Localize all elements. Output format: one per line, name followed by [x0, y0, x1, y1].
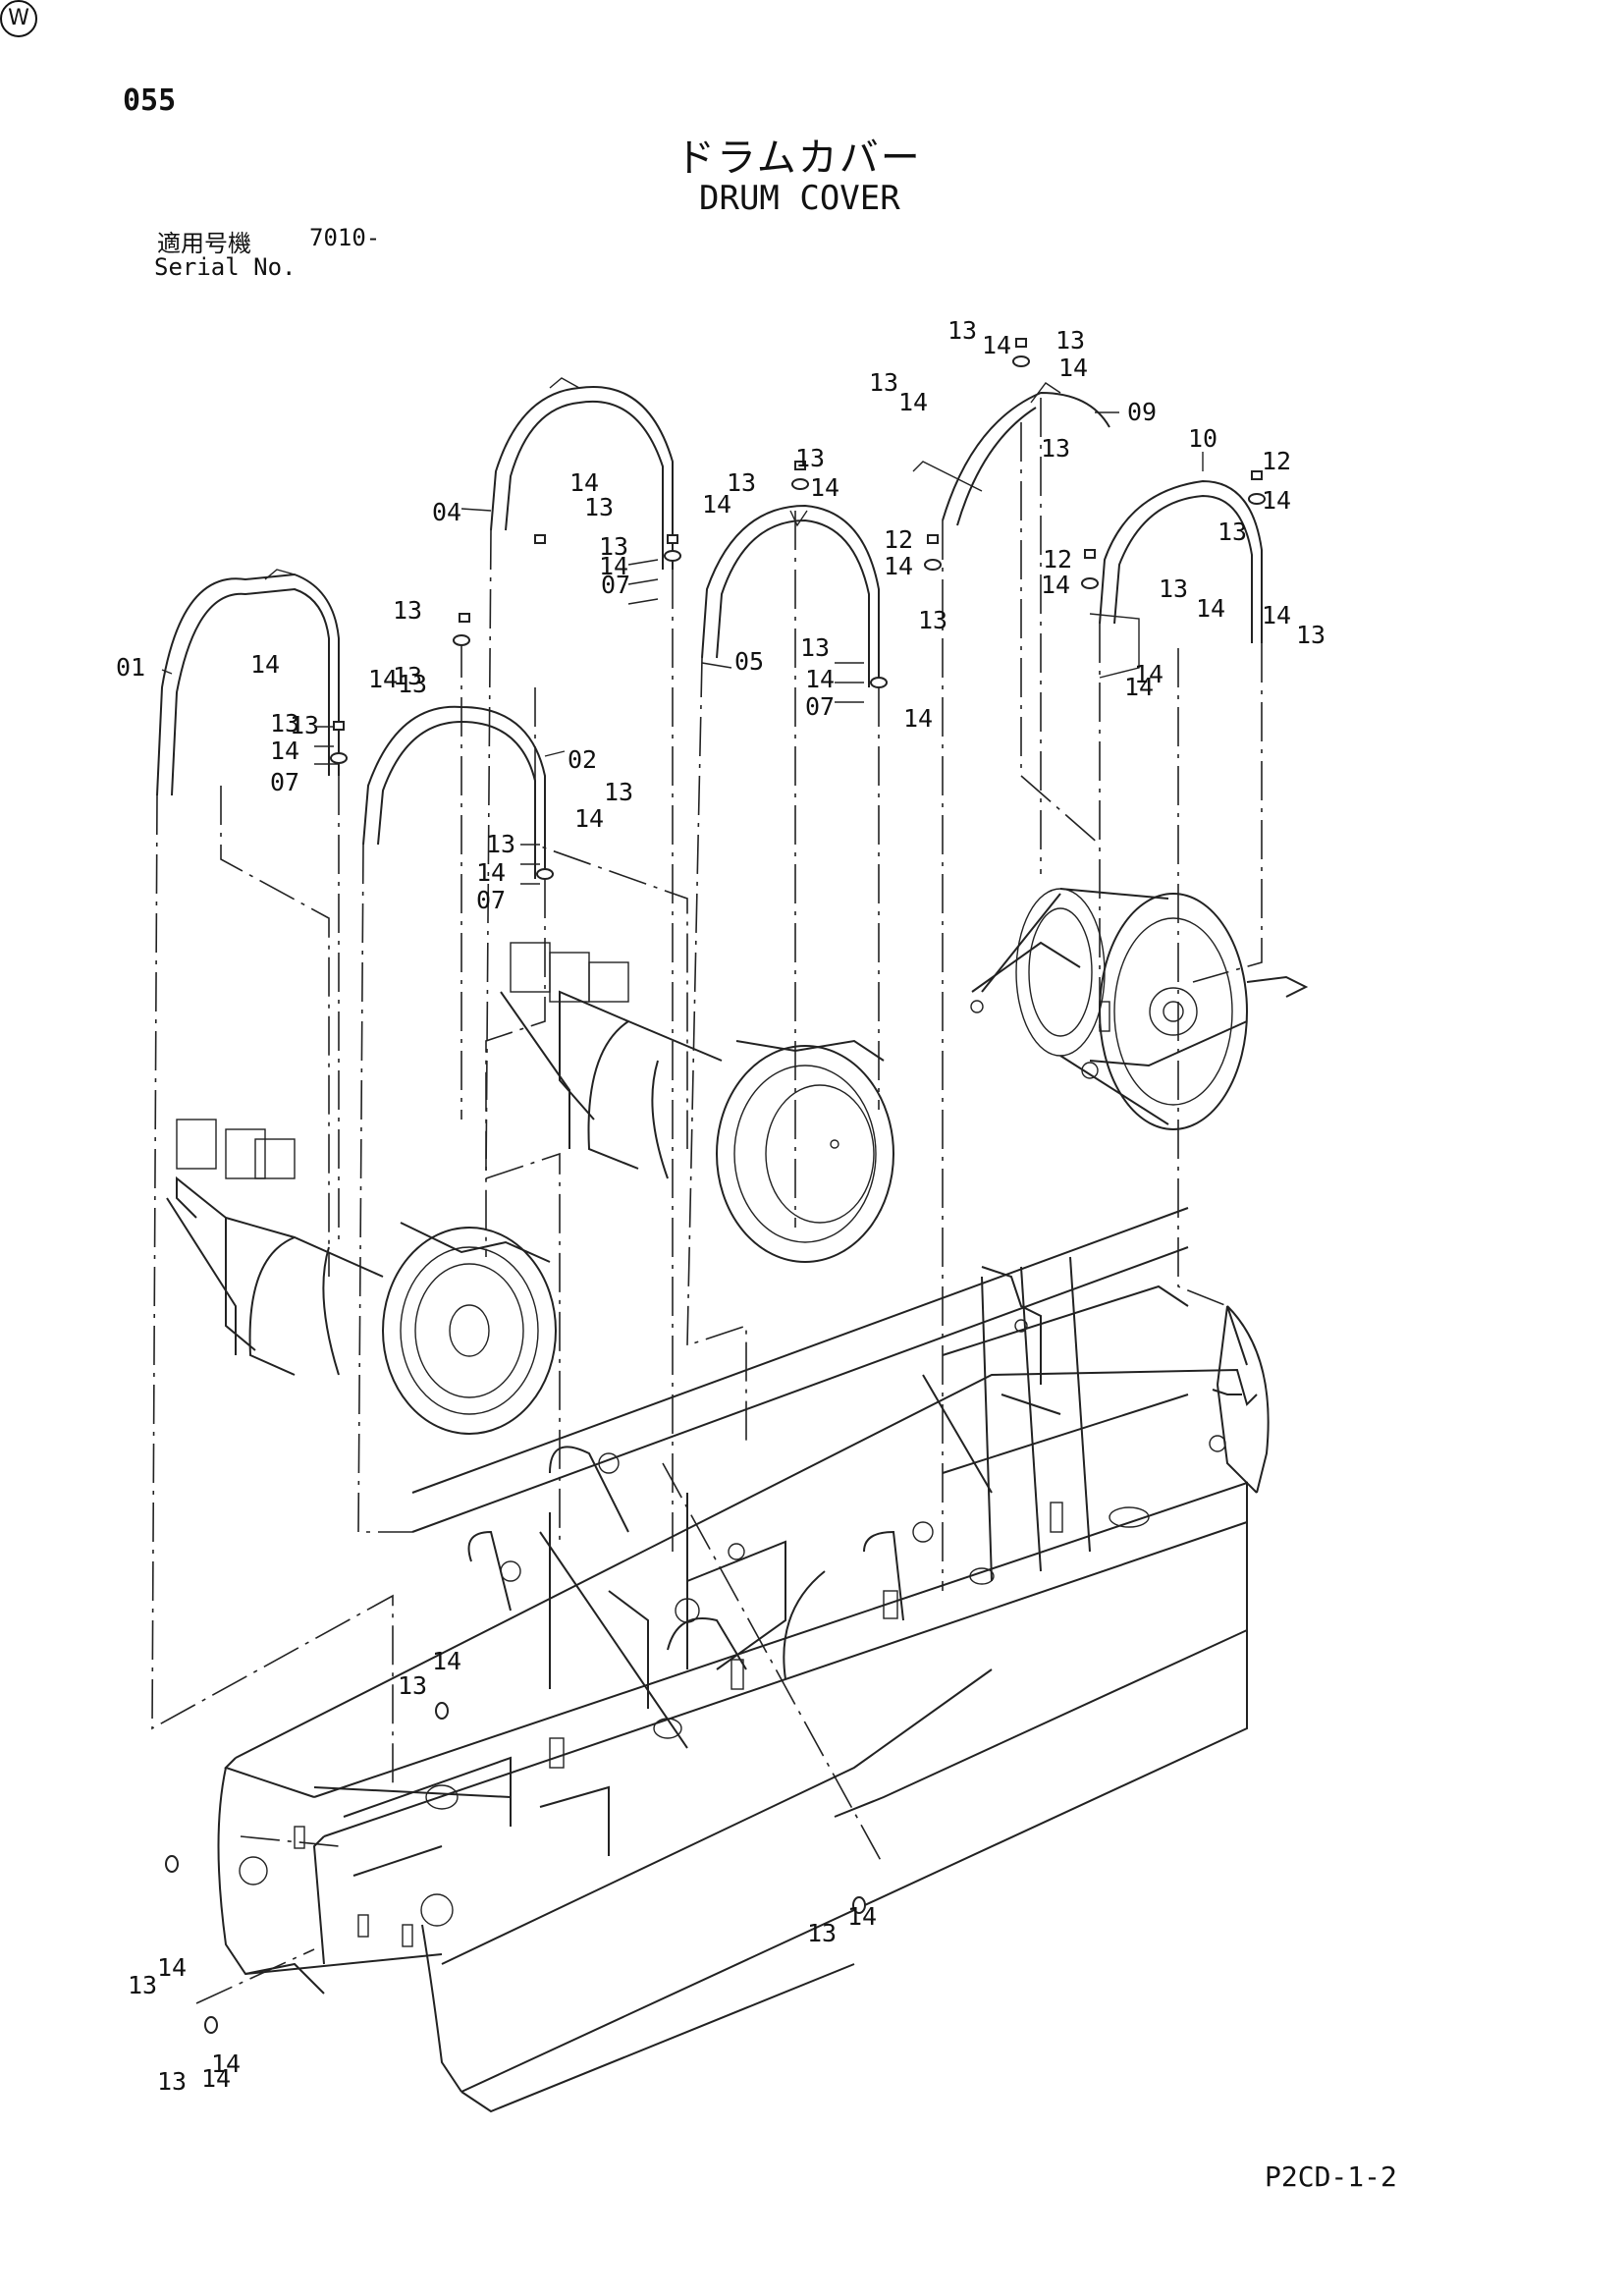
- washer-icon: [165, 355, 1266, 2034]
- callout-label: 14: [702, 490, 731, 519]
- callout-label: 13: [398, 1671, 427, 1700]
- callout-label: 13: [727, 468, 756, 497]
- callout-label: 07: [270, 768, 299, 796]
- callout-label: 13: [290, 711, 319, 739]
- callout-label: 14: [903, 704, 933, 733]
- callout-label: 02: [568, 745, 597, 774]
- callout-label: 04: [432, 498, 461, 526]
- callout-label: 14: [810, 473, 839, 502]
- callout-label: 13: [584, 493, 614, 521]
- callout-label: 14: [1196, 594, 1225, 623]
- callout-label: 14: [982, 331, 1011, 359]
- drum-cover-01-icon: [156, 569, 340, 796]
- callout-label: 14: [599, 552, 628, 580]
- title-japanese: ドラムカバー: [676, 136, 922, 181]
- callout-label: 10: [1188, 424, 1217, 453]
- callout-label: 07: [476, 886, 506, 914]
- callout-label: 14: [1262, 601, 1291, 629]
- title-english: DRUM COVER: [699, 179, 900, 218]
- callout-label: 12: [1043, 545, 1072, 574]
- winch-drum-icon: [970, 888, 1309, 1130]
- callout-label: 13: [795, 444, 825, 472]
- drum-cover-09-icon: [912, 382, 1110, 526]
- callout-label: 13: [157, 2067, 187, 2096]
- callout-label: 13: [398, 670, 427, 698]
- callout-label: 13: [393, 596, 422, 625]
- callout-label: 07: [601, 571, 630, 599]
- callout-label: 14: [574, 804, 604, 833]
- callout-label: 09: [1127, 398, 1157, 426]
- callout-label: 14: [201, 2064, 231, 2093]
- drum-cover-05-icon: [701, 504, 880, 687]
- callout-label: 14: [432, 1647, 461, 1675]
- callout-label: 12: [1262, 447, 1291, 475]
- callout-label: 14: [1124, 673, 1154, 701]
- winch-drum-icon: [166, 1119, 557, 1435]
- w-mark: W: [0, 0, 37, 37]
- callout-label: 13: [800, 633, 830, 662]
- callout-label: 14: [898, 388, 928, 416]
- drawing-code: P2CD-1-2: [1265, 2160, 1397, 2193]
- serial-label-japanese: 適用号機: [157, 230, 251, 257]
- drum-cover-02-icon: [362, 705, 546, 879]
- callout-label: 14: [1041, 571, 1070, 599]
- callout-label: 01: [116, 653, 145, 682]
- callout-label: 14: [1134, 660, 1163, 688]
- serial-label-english: Serial No.: [154, 253, 297, 281]
- callout-label: 13: [1217, 518, 1247, 546]
- callout-label: 05: [734, 647, 764, 676]
- drum-cover-04-icon: [490, 377, 674, 570]
- callout-label: 13: [807, 1919, 837, 1947]
- callout-label: 13: [1041, 434, 1070, 463]
- callout-label: 13: [1055, 326, 1085, 355]
- callout-label: 14: [250, 650, 280, 679]
- callout-label: 14: [476, 858, 506, 887]
- callout-label: 14: [847, 1902, 877, 1931]
- callout-label: 13: [1296, 621, 1325, 649]
- callout-label: 14: [368, 665, 398, 693]
- callout-label: 14: [1262, 486, 1291, 515]
- callout-label: 14: [270, 737, 299, 765]
- callout-label: 13: [604, 778, 633, 806]
- callout-label: 14: [211, 2050, 241, 2078]
- callout-label: 13: [869, 368, 898, 397]
- winch-drum-icon: [500, 942, 894, 1263]
- callout-label: 13: [128, 1971, 157, 1999]
- callout-label: 13: [486, 830, 515, 858]
- callout-label: 07: [805, 692, 835, 721]
- callout-label: 13: [918, 606, 947, 634]
- callout-label: 14: [805, 665, 835, 693]
- callout-label: 13: [270, 709, 299, 738]
- leader-lines: [151, 398, 1263, 2004]
- bolt-icon: [333, 338, 1263, 731]
- callout-label: 14: [884, 552, 913, 580]
- callout-label: 14: [1058, 354, 1088, 382]
- serial-value: 7010-: [309, 224, 381, 251]
- drum-cover-10-icon: [1089, 479, 1263, 679]
- callout-label: 14: [569, 468, 599, 497]
- callout-label: 12: [884, 525, 913, 554]
- callout-label: 14: [157, 1953, 187, 1982]
- callout-label: 13: [393, 662, 422, 690]
- callout-leaders: [161, 411, 1204, 885]
- callout-label: 13: [599, 532, 628, 561]
- callout-label: 13: [947, 316, 977, 345]
- frame-icon: [217, 1207, 1270, 2113]
- callout-label: 13: [1159, 574, 1188, 603]
- page-number: 055: [123, 83, 177, 118]
